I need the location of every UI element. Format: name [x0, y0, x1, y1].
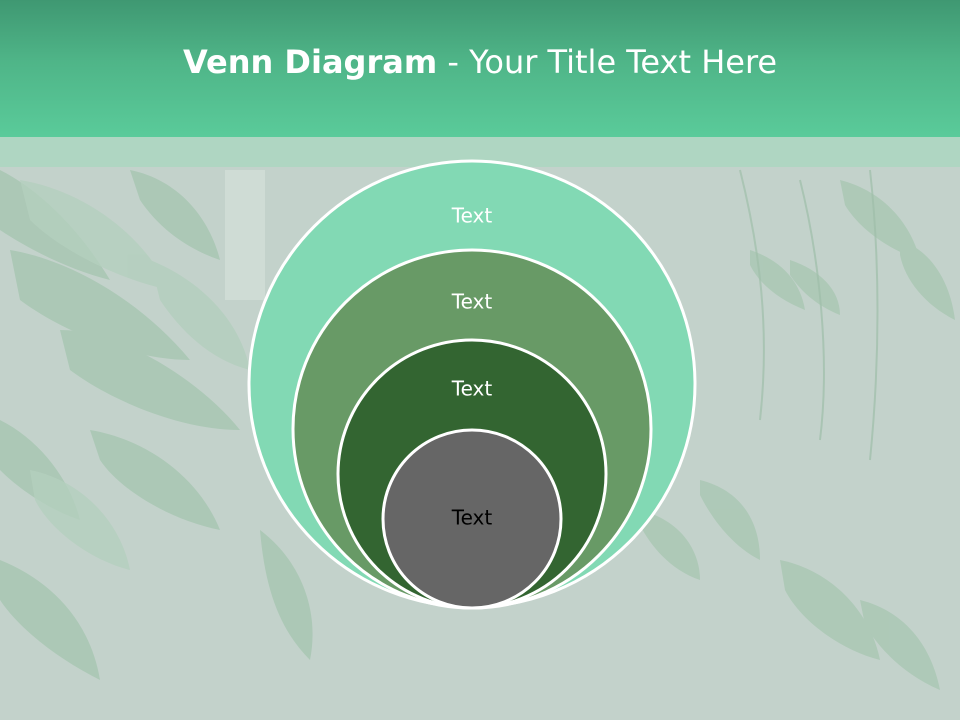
inner-circle-label: Text — [451, 506, 493, 530]
second-circle-label: Text — [451, 290, 493, 314]
slide-title: Venn Diagram - Your Title Text Here — [183, 40, 777, 84]
outer-circle-label: Text — [451, 204, 493, 228]
third-circle-label: Text — [451, 377, 493, 401]
slide-title-bold: Venn Diagram — [183, 43, 438, 81]
inner-circle — [381, 428, 563, 610]
slide-title-rest: - Your Title Text Here — [437, 43, 778, 81]
title-bar — [0, 0, 960, 137]
